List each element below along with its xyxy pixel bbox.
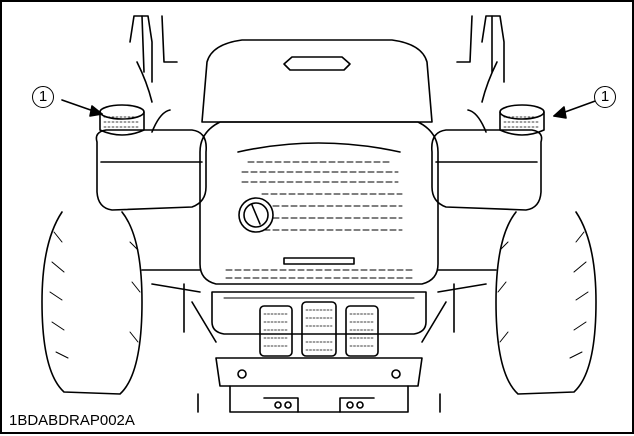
seat-back xyxy=(201,39,433,123)
rear-tire-left xyxy=(41,211,143,395)
fuel-tank-cap-right xyxy=(499,104,545,136)
callout-label-right: 1 xyxy=(594,86,616,108)
front-grille xyxy=(211,291,427,357)
callout-label-left: 1 xyxy=(32,86,54,108)
callout-leader-right xyxy=(553,99,599,119)
rear-bumper xyxy=(197,357,441,413)
hood-vents xyxy=(225,161,415,279)
engine-hood xyxy=(199,121,439,285)
rear-tire-right xyxy=(495,211,597,395)
figure-code: 1BDABDRAP002A xyxy=(9,412,135,429)
rops-frame xyxy=(129,15,505,103)
hood-gauge xyxy=(238,197,274,233)
callout-leader-left xyxy=(61,99,103,117)
lower-frame xyxy=(141,269,497,343)
fuel-tank-left xyxy=(95,109,208,211)
fuel-tank-right xyxy=(430,109,543,211)
